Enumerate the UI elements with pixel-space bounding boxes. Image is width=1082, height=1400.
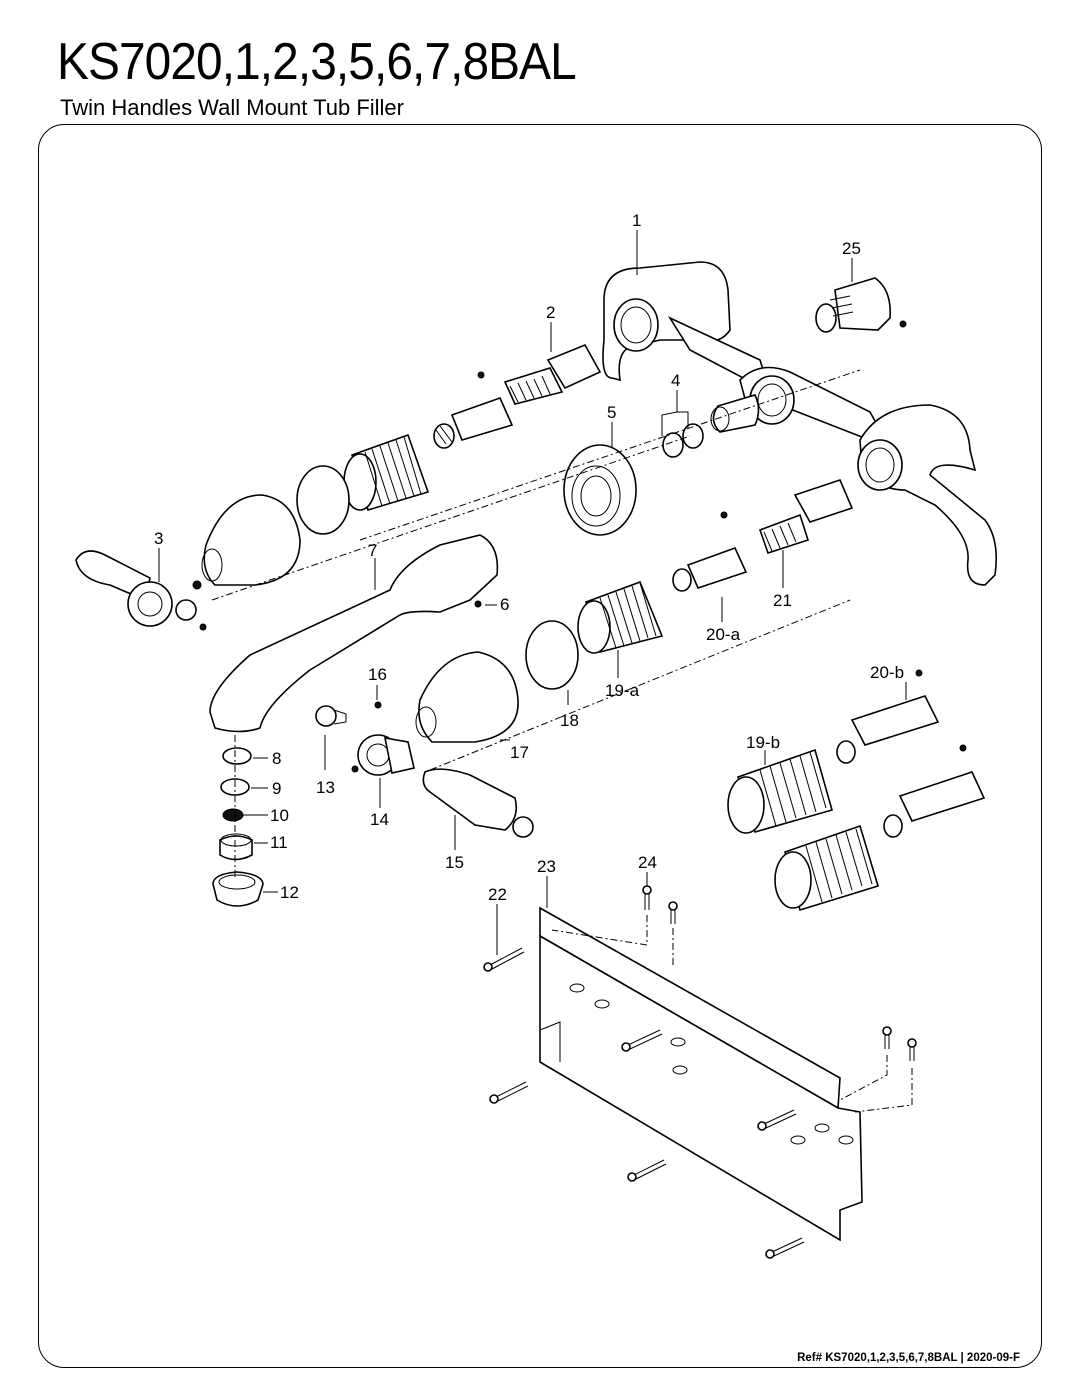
part-18-o-ring xyxy=(525,620,579,690)
callout-22: 22 xyxy=(488,885,507,904)
page-title: KS7020,1,2,3,5,6,7,8BAL xyxy=(57,33,577,91)
part-7-spout xyxy=(209,534,499,733)
callout-5: 5 xyxy=(607,403,616,422)
part-aerator-stack xyxy=(212,747,264,907)
part-escutcheon-upper xyxy=(201,494,301,586)
part-16-set-screw xyxy=(374,701,382,709)
callout-13: 13 xyxy=(316,778,335,797)
callout-3: 3 xyxy=(154,529,163,548)
part-20a-stem xyxy=(672,511,748,592)
part-14-handle-hub xyxy=(351,734,415,776)
callout-19b: 19-b xyxy=(746,733,780,752)
part-stem-lower xyxy=(883,744,986,838)
callout-8: 8 xyxy=(272,749,281,768)
part-threaded-sleeve-lower xyxy=(774,824,879,912)
diagram-frame xyxy=(38,124,1042,1368)
callout-20a: 20-a xyxy=(706,625,741,644)
callout-leaders xyxy=(158,230,907,955)
callout-20b: 20-b xyxy=(870,663,904,682)
callout-11: 11 xyxy=(270,833,288,852)
callout-14: 14 xyxy=(370,810,389,829)
part-20b-stem xyxy=(836,669,940,764)
part-24-screws xyxy=(642,885,917,1061)
part-15-lever-handle xyxy=(422,768,534,838)
part-2-cartridge xyxy=(433,343,602,449)
callout-19a: 19-a xyxy=(605,681,640,700)
callout-12: 12 xyxy=(280,883,299,902)
callout-4: 4 xyxy=(671,371,680,390)
callout-2: 2 xyxy=(546,303,555,322)
reference-number: Ref# KS7020,1,2,3,5,6,7,8BAL | 2020-09-F xyxy=(797,1352,1020,1364)
part-5-flange xyxy=(563,444,637,536)
part-4-o-rings xyxy=(662,394,760,458)
callout-10: 10 xyxy=(270,806,289,825)
callout-9: 9 xyxy=(272,779,281,798)
part-13-index-button xyxy=(315,705,347,727)
callout-23: 23 xyxy=(537,857,556,876)
callout-6: 6 xyxy=(500,595,509,614)
callout-7: 7 xyxy=(368,541,377,560)
part-threaded-sleeve-upper xyxy=(343,433,430,511)
callout-15: 15 xyxy=(445,853,464,872)
callout-17: 17 xyxy=(510,743,529,762)
part-3-lever-handle xyxy=(75,550,207,631)
part-25-adapter xyxy=(815,277,907,333)
assembly-axis-lines xyxy=(211,369,913,1113)
part-23-mounting-bracket xyxy=(539,906,863,1242)
page-subtitle: Twin Handles Wall Mount Tub Filler xyxy=(60,95,404,120)
callout-18: 18 xyxy=(560,711,579,730)
callout-16: 16 xyxy=(368,665,387,684)
callout-25: 25 xyxy=(842,239,861,258)
part-19b-threaded-sleeve xyxy=(727,748,833,834)
part-17-escutcheon xyxy=(415,651,519,743)
callout-1: 1 xyxy=(632,211,641,230)
part-21-cartridge xyxy=(758,479,854,555)
part-o-ring-upper xyxy=(296,465,350,535)
callout-21: 21 xyxy=(773,591,792,610)
part-22-screws xyxy=(483,947,805,1259)
callout-24: 24 xyxy=(638,853,657,872)
part-19a-threaded-sleeve xyxy=(577,580,664,654)
